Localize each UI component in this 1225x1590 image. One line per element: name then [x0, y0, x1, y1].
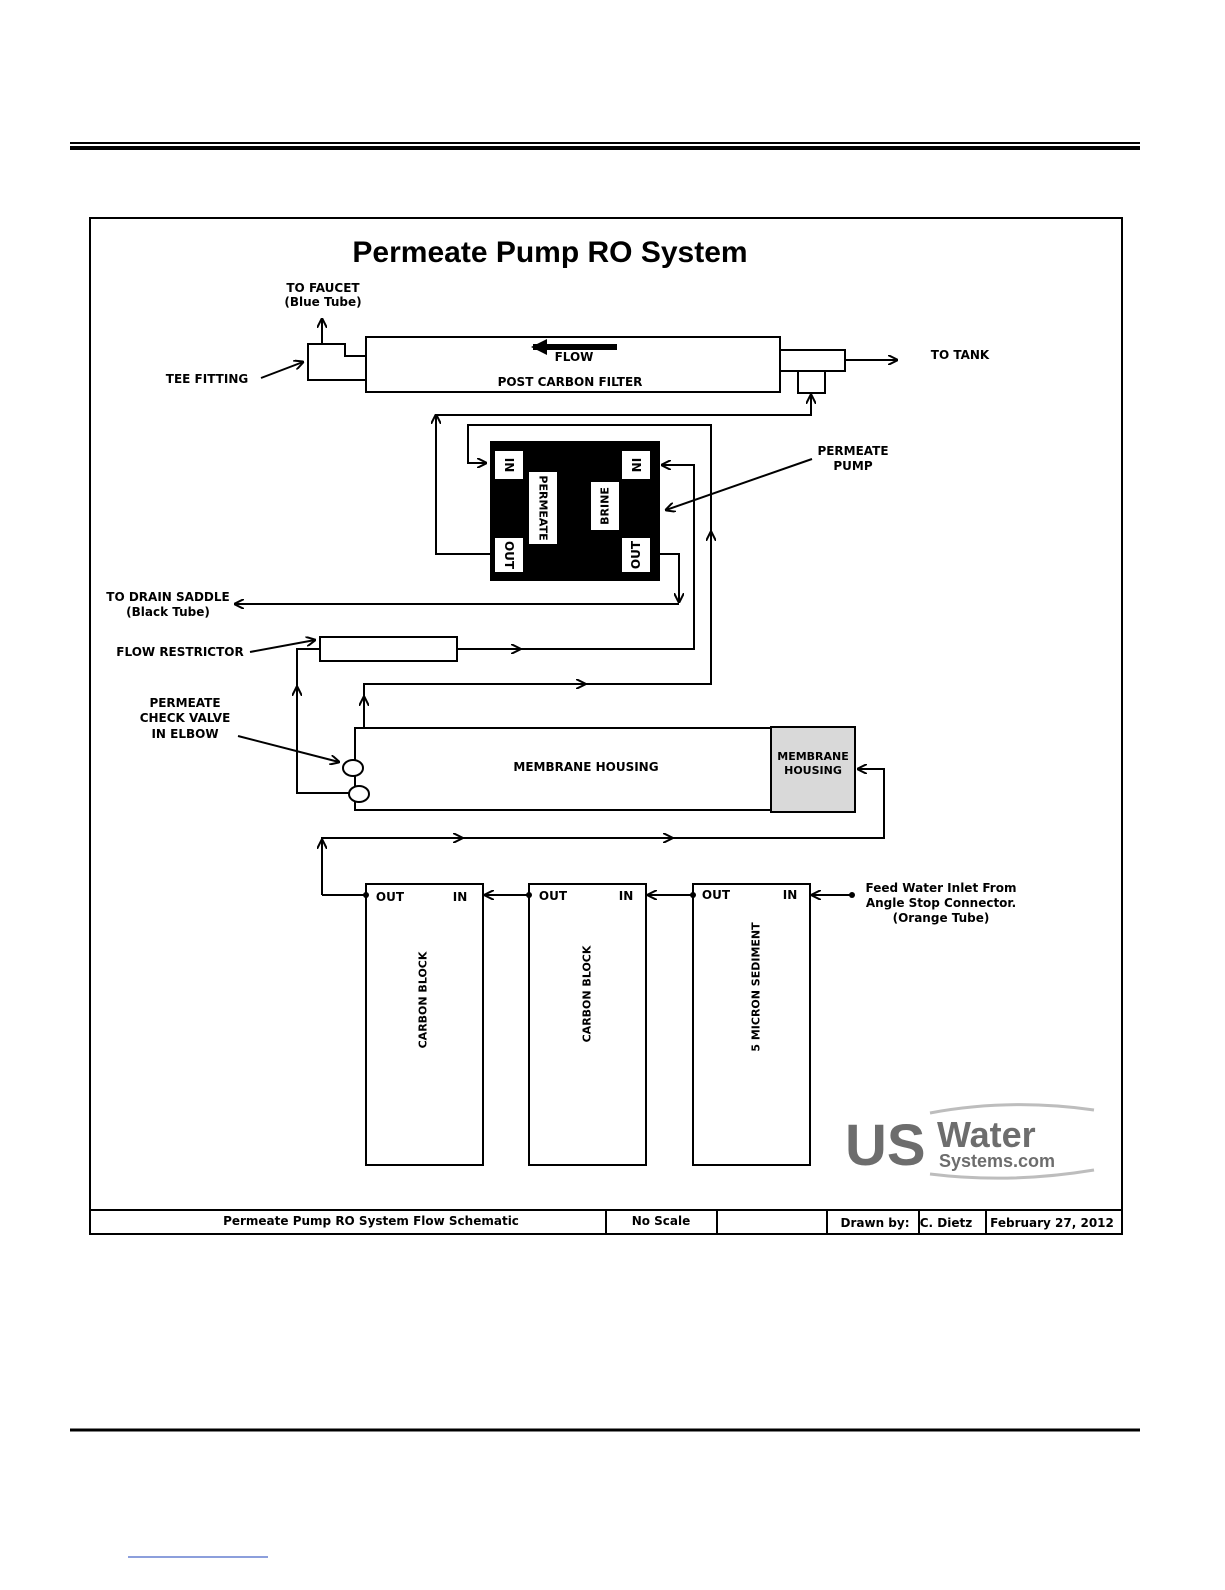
feed-label-line2: Angle Stop Connector.: [866, 896, 1016, 910]
membrane-permeate-to-pump-in: [467, 424, 712, 540]
pump-permeate-label: PERMEATE: [537, 475, 550, 540]
filter2-in-label: IN: [619, 889, 634, 903]
pump-brine-tag: [591, 482, 619, 530]
pump-out-left-label: OUT: [502, 541, 516, 570]
flow-label: FLOW: [555, 350, 594, 364]
to-drain-label: TO DRAIN SADDLE: [106, 590, 229, 604]
to-faucet-label: TO FAUCET: [286, 281, 360, 295]
sediment-out-dot: [690, 892, 696, 898]
tee-fitting-pointer: [260, 362, 303, 379]
carbon1-out-dot: [363, 892, 369, 898]
pump-in-right-port: [622, 451, 650, 479]
filter3-out-label: OUT: [702, 888, 731, 902]
flow-restrictor-label: FLOW RESTRICTOR: [116, 645, 243, 659]
feed-label-line1: Feed Water Inlet From: [866, 881, 1017, 895]
check-valve-pointer: [237, 735, 339, 762]
filter2-name: CARBON BLOCK: [581, 945, 594, 1042]
filter-carbon-block-1: [365, 883, 484, 1166]
title-block: Permeate Pump RO System Flow Schematic N…: [89, 1209, 1123, 1235]
filter1-in-label: IN: [453, 890, 468, 904]
check-valve-label-line3: IN ELBOW: [151, 727, 218, 741]
check-valve-elbow-top: [342, 759, 364, 777]
tee-fitting: [307, 343, 367, 381]
check-valve-elbow-bottom: [348, 785, 370, 803]
uswater-logo: US Water Systems.com: [845, 1103, 1095, 1180]
filter-sediment: [692, 883, 811, 1166]
pump-in-right-label: IN: [629, 458, 643, 473]
title-block-name: Permeate Pump RO System Flow Schematic: [223, 1214, 519, 1228]
permeate-pump-pointer: [666, 458, 813, 510]
title-block-drawn-by-label: Drawn by:: [841, 1216, 910, 1230]
filter-carbon-block-2: [528, 883, 647, 1166]
pump-out-right-label: OUT: [629, 540, 643, 569]
filter3-in-label: IN: [783, 888, 798, 902]
check-valve-label-line2: CHECK VALVE: [140, 711, 231, 725]
feed-inlet-dot: [849, 892, 855, 898]
diagram-title: Permeate Pump RO System: [352, 236, 747, 269]
logo-water-text: Water: [937, 1114, 1036, 1155]
filter1-name: CARBON BLOCK: [417, 951, 430, 1048]
filter1-out-label: OUT: [376, 890, 405, 904]
check-valve-label-line1: PERMEATE: [149, 696, 220, 710]
logo-swoosh-lines: [929, 1103, 1095, 1180]
filter3-name: 5 MICRON SEDIMENT: [750, 922, 763, 1052]
filter2-out-label: OUT: [539, 889, 568, 903]
membrane-cap-label-line1: MEMBRANE: [777, 750, 849, 763]
feed-label-line3: (Orange Tube): [893, 911, 990, 925]
flow-restrictor: [319, 636, 458, 662]
permeate-pump-label-line2: PUMP: [833, 459, 872, 473]
title-block-scale: No Scale: [632, 1214, 691, 1228]
title-block-drawn-by: C. Dietz: [920, 1216, 972, 1230]
to-drain-sub-label: (Black Tube): [126, 605, 210, 619]
membrane-brine-line: [296, 648, 351, 794]
flow-arrow-head: [531, 339, 547, 355]
tank-tee-fitting: [779, 349, 846, 372]
pump-brine-out-down: [660, 553, 679, 602]
membrane-housing-label: MEMBRANE HOUSING: [513, 760, 658, 774]
title-block-date: February 27, 2012: [990, 1216, 1114, 1230]
brine-to-pump-in-line: [457, 465, 695, 650]
membrane-housing-cap: [770, 726, 856, 813]
membrane-cap-label-line2: HOUSING: [784, 764, 842, 777]
permeate-pump-label-line1: PERMEATE: [817, 444, 888, 458]
tee-fitting-label: TEE FITTING: [166, 372, 248, 386]
tank-tee-stem: [797, 370, 826, 394]
post-carbon-filter: [365, 336, 781, 393]
to-faucet-sub-label: (Blue Tube): [284, 295, 361, 309]
carbon2-out-dot: [526, 892, 532, 898]
flow-restrictor-pointer: [249, 640, 315, 653]
logo-systems-text: Systems.com: [939, 1151, 1055, 1171]
pump-in-left-label: IN: [502, 458, 516, 473]
pump-out-right-port: [622, 538, 650, 572]
pump-permeate-tag: [529, 472, 557, 544]
to-tank-label: TO TANK: [931, 348, 990, 362]
pump-brine-label: BRINE: [599, 487, 612, 525]
post-carbon-filter-label: POST CARBON FILTER: [498, 375, 643, 389]
pump-in-left-port: [495, 451, 523, 479]
pump-out-left-port: [495, 538, 523, 572]
logo-us-text: US: [845, 1113, 926, 1178]
